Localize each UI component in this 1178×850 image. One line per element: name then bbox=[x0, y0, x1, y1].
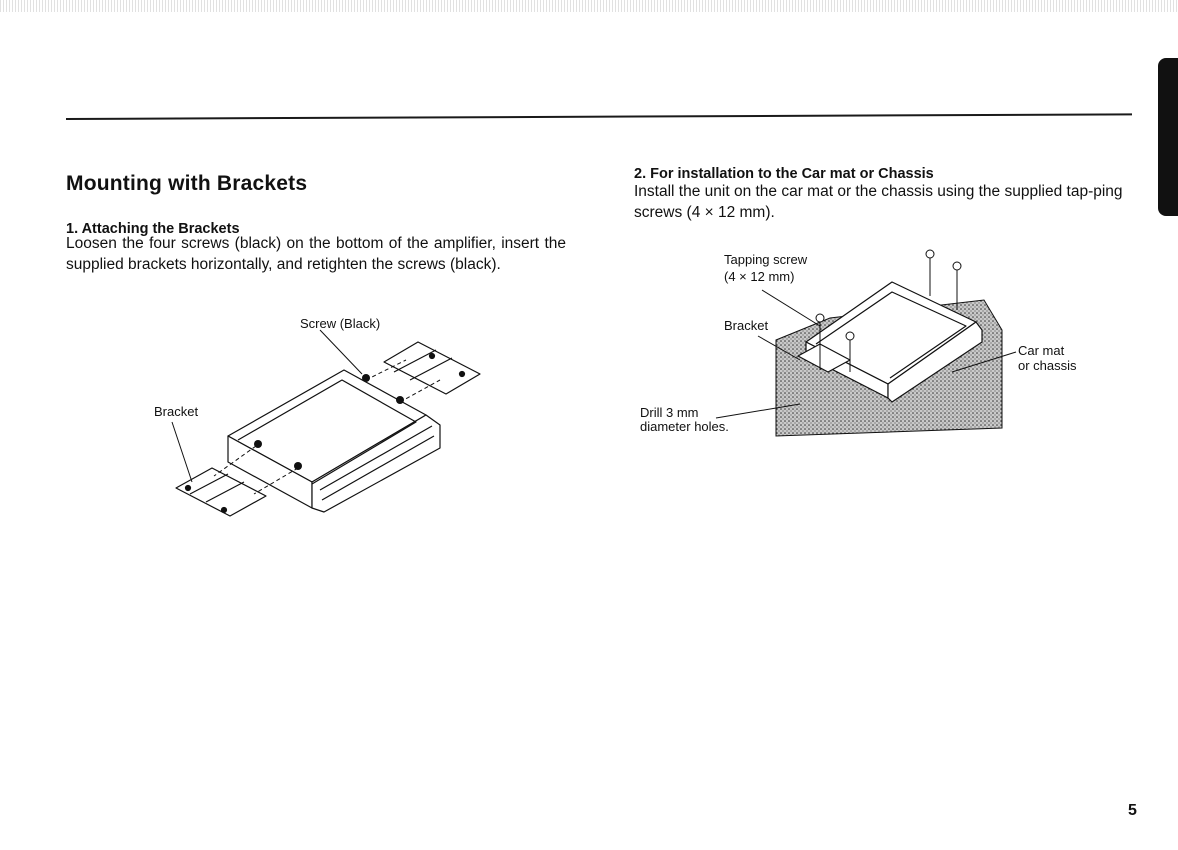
tapping-screw-icon bbox=[925, 249, 935, 259]
fig2-label-diameter: diameter holes. bbox=[640, 419, 729, 434]
fig2-label-tapping-screw: Tapping screw bbox=[724, 252, 808, 267]
unit-side bbox=[887, 321, 983, 403]
page-heading: Mounting with Brackets bbox=[66, 172, 308, 195]
fig2-label-drill: Drill 3 mm bbox=[640, 405, 699, 420]
tapping-screw-icon bbox=[952, 261, 962, 271]
screw-icon bbox=[254, 440, 262, 448]
fig2-label-carmat: Car mat bbox=[1018, 343, 1065, 358]
page-number: 5 bbox=[1128, 802, 1137, 819]
fig1-label-bracket: Bracket bbox=[154, 404, 199, 419]
bracket-lower bbox=[175, 467, 267, 517]
screw-icon bbox=[294, 462, 302, 470]
tapping-screw-icon bbox=[845, 331, 855, 341]
fig2-label-tapping-size: (4 × 12 mm) bbox=[724, 269, 795, 284]
screw-icon bbox=[362, 374, 370, 382]
page-edge-tab bbox=[1158, 58, 1178, 216]
fig2-label-bracket: Bracket bbox=[724, 318, 769, 333]
tapping-screw-icon bbox=[815, 313, 825, 323]
section1-body: Loosen the four screws (black) on the bo… bbox=[66, 235, 566, 273]
scan-edge-noise bbox=[0, 0, 1178, 12]
fig1-label-screw: Screw (Black) bbox=[300, 316, 381, 331]
section2-body: Install the unit on the car mat or the c… bbox=[634, 183, 1123, 221]
fig2-label-chassis: or chassis bbox=[1018, 358, 1077, 373]
section1-title: 1. Attaching the Brackets bbox=[66, 221, 240, 237]
screw-icon bbox=[396, 396, 404, 404]
section2-title: 2. For installation to the Car mat or Ch… bbox=[634, 166, 934, 182]
